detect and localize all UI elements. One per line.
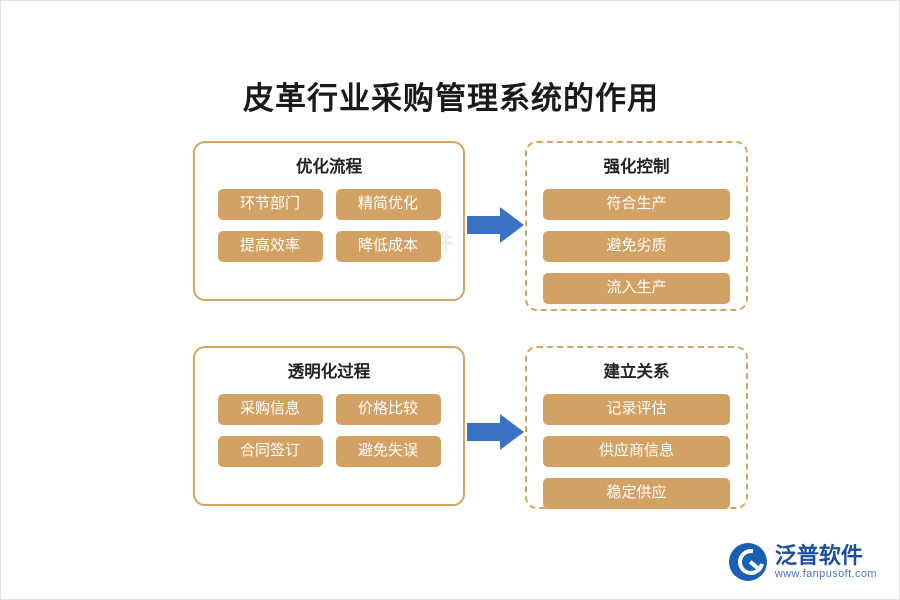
logo-mark-icon bbox=[728, 543, 767, 581]
chip-item[interactable]: 避免失误 bbox=[335, 436, 441, 467]
chip-item[interactable]: 采购信息 bbox=[217, 394, 323, 425]
chip-item[interactable]: 环节部门 bbox=[217, 189, 323, 220]
logo-text: 泛普软件 www.fanpusoft.com bbox=[774, 542, 877, 581]
chip-item[interactable]: 稳定供应 bbox=[543, 478, 730, 509]
group-title: 建立关系 bbox=[603, 362, 670, 381]
group-transparent-process: 透明化过程 采购信息 价格比较 合同签订 避免失误 bbox=[193, 346, 465, 506]
chip-item[interactable]: 记录评估 bbox=[543, 394, 730, 425]
logo-url: www.fanpusoft.com bbox=[774, 568, 877, 581]
chip-item[interactable]: 提高效率 bbox=[217, 231, 323, 262]
chip-list: 记录评估 供应商信息 稳定供应 bbox=[527, 382, 746, 509]
group-build-relationship: 建立关系 记录评估 供应商信息 稳定供应 bbox=[525, 346, 748, 509]
group-strengthen-control: 强化控制 符合生产 避免劣质 流入生产 bbox=[525, 141, 748, 311]
chip-list: 符合生产 避免劣质 流入生产 bbox=[527, 177, 746, 304]
chip-list: 采购信息 价格比较 合同签订 避免失误 bbox=[195, 382, 463, 467]
chip-list: 环节部门 精简优化 提高效率 降低成本 bbox=[195, 177, 463, 262]
group-title: 透明化过程 bbox=[287, 362, 371, 381]
group-title: 强化控制 bbox=[603, 157, 670, 176]
arrow-right-icon bbox=[467, 206, 525, 244]
chip-item[interactable]: 供应商信息 bbox=[543, 436, 730, 467]
arrow-right-icon bbox=[467, 413, 525, 451]
brand-logo: 泛普软件 www.fanpusoft.com bbox=[728, 542, 877, 581]
chip-item[interactable]: 流入生产 bbox=[543, 273, 730, 304]
group-title: 优化流程 bbox=[296, 157, 362, 176]
group-optimize-process: 优化流程 环节部门 精简优化 提高效率 降低成本 bbox=[193, 141, 465, 301]
chip-item[interactable]: 符合生产 bbox=[543, 189, 730, 220]
chip-item[interactable]: 合同签订 bbox=[217, 436, 323, 467]
logo-name: 泛普软件 bbox=[774, 542, 863, 568]
chip-item[interactable]: 价格比较 bbox=[335, 394, 441, 425]
chip-item[interactable]: 避免劣质 bbox=[543, 231, 730, 262]
page-title: 皮革行业采购管理系统的作用 bbox=[243, 81, 659, 116]
chip-item[interactable]: 精简优化 bbox=[335, 189, 441, 220]
chip-item[interactable]: 降低成本 bbox=[335, 231, 441, 262]
